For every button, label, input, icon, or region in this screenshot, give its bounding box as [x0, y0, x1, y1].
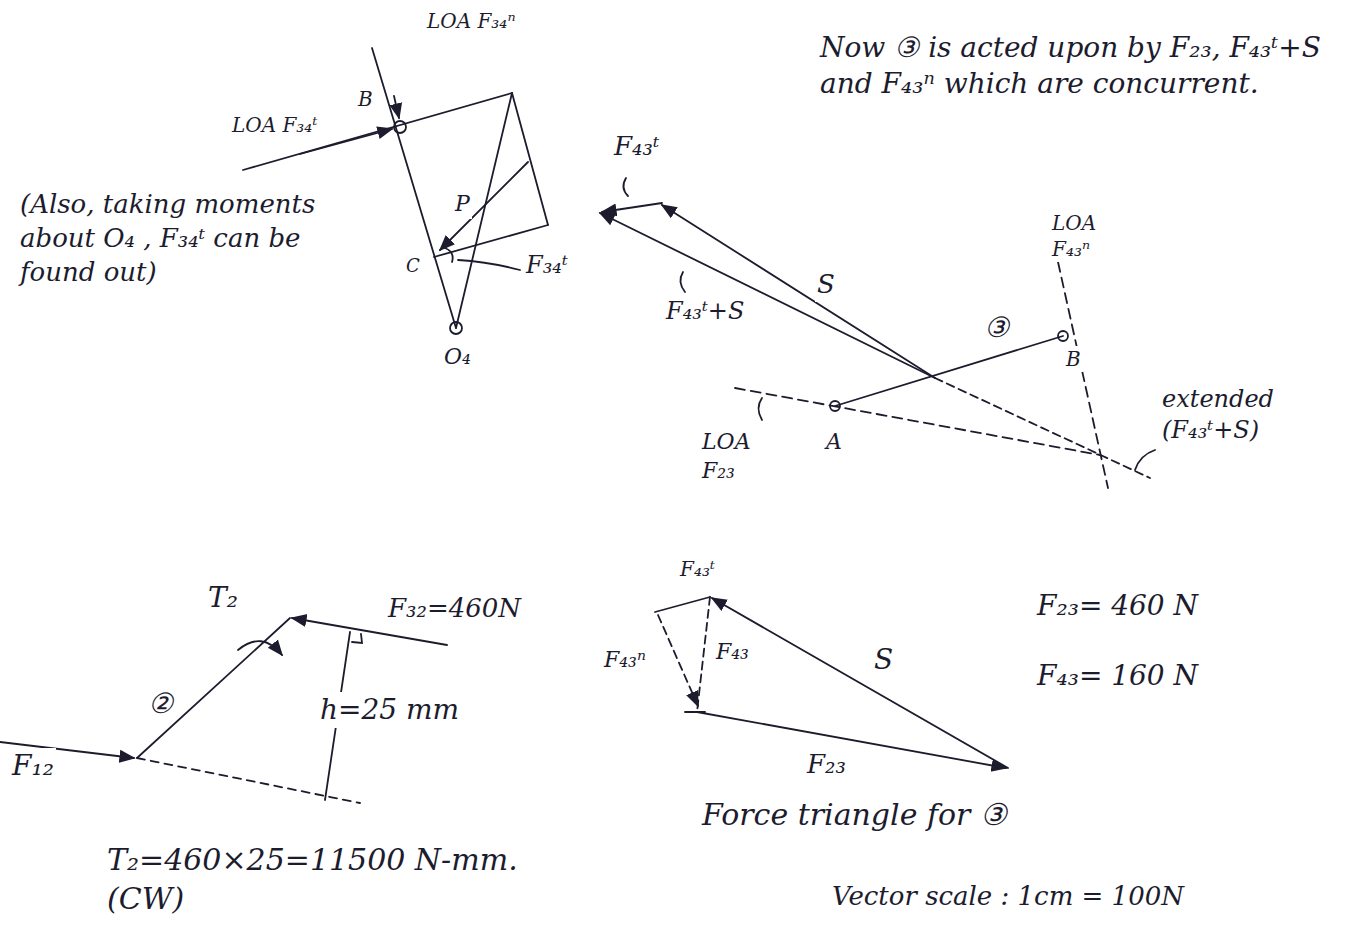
force-arrow	[662, 205, 935, 378]
label-text: F₄₃ⁿ	[602, 646, 648, 675]
label-text: F₂₃	[805, 748, 848, 782]
extension-line	[935, 378, 1150, 478]
label-text: S	[872, 642, 895, 678]
leader-line	[1135, 450, 1155, 470]
force-vector	[697, 597, 710, 712]
label-text: F₄₃ᵗ+S	[664, 296, 746, 327]
angle-arc	[445, 248, 453, 262]
pin-joint	[1058, 331, 1068, 341]
label-text: P	[453, 190, 472, 219]
label-text: LOA F₃₄ⁿ	[425, 8, 518, 34]
link-line	[137, 618, 290, 758]
leader-line	[623, 178, 628, 196]
label-text: F₄₃ᵗ	[678, 556, 717, 582]
loa-line	[735, 388, 1100, 455]
label-text: LOA F₄₃ⁿ	[1050, 210, 1132, 262]
label-text: T₂	[206, 580, 240, 616]
force-arrow	[602, 203, 662, 212]
force-arrow	[697, 712, 1006, 768]
label-text: F₄₃ᵗ	[612, 130, 661, 164]
label-text: Vector scale : 1cm = 100N	[830, 880, 1186, 914]
tick-mark	[685, 711, 705, 713]
loa-line	[1058, 262, 1108, 488]
label-text: O₄	[442, 343, 473, 372]
construction-line	[512, 93, 548, 225]
force-vector	[658, 615, 698, 706]
loa-line	[137, 758, 360, 803]
force-arrow	[600, 213, 935, 378]
force-vector	[655, 597, 710, 612]
pin-joint	[450, 322, 462, 334]
label-text: B	[356, 86, 375, 112]
label-text: T₂=460×25=11500 N-mm. (CW)	[105, 840, 579, 918]
label-text: F₄₃= 160 N	[1035, 658, 1200, 694]
leader-line	[759, 398, 763, 420]
force-arrow	[440, 162, 528, 250]
label-text: extended (F₄₃ᵗ+S)	[1160, 384, 1314, 446]
label-text: ②	[146, 686, 175, 722]
leader-line	[680, 272, 685, 292]
torque-arrow	[238, 641, 282, 655]
label-text: F₃₂=460N	[386, 592, 523, 626]
label-text: Now ③ is acted upon by F₂₃, F₄₃ᵗ+S and F…	[818, 30, 1342, 103]
label-text: B	[1064, 346, 1083, 372]
leader-line	[458, 260, 520, 270]
force-arrow	[394, 96, 399, 118]
pin-joint	[394, 121, 406, 133]
label-text: F₄₃	[714, 638, 751, 667]
label-text: h=25 mm	[318, 692, 461, 728]
label-text: ③	[982, 310, 1011, 346]
label-text: A	[824, 428, 844, 457]
label-text: LOA F₃₄ᵗ	[230, 112, 319, 138]
label-text: Force triangle for ③	[700, 795, 1009, 834]
label-text: S	[815, 268, 837, 302]
label-text: F₂₃= 460 N	[1035, 588, 1200, 624]
label-text: F₁₂	[10, 748, 56, 784]
loa-line	[372, 48, 456, 328]
label-text: F₃₄ᵗ	[524, 250, 570, 281]
label-text: LOA F₂₃	[700, 428, 784, 485]
right-angle-mark	[352, 634, 362, 643]
label-text: C	[404, 254, 422, 277]
label-text: (Also, taking moments about O₄ , F₃₄ᵗ ca…	[18, 188, 352, 289]
force-arrow	[712, 598, 1008, 768]
